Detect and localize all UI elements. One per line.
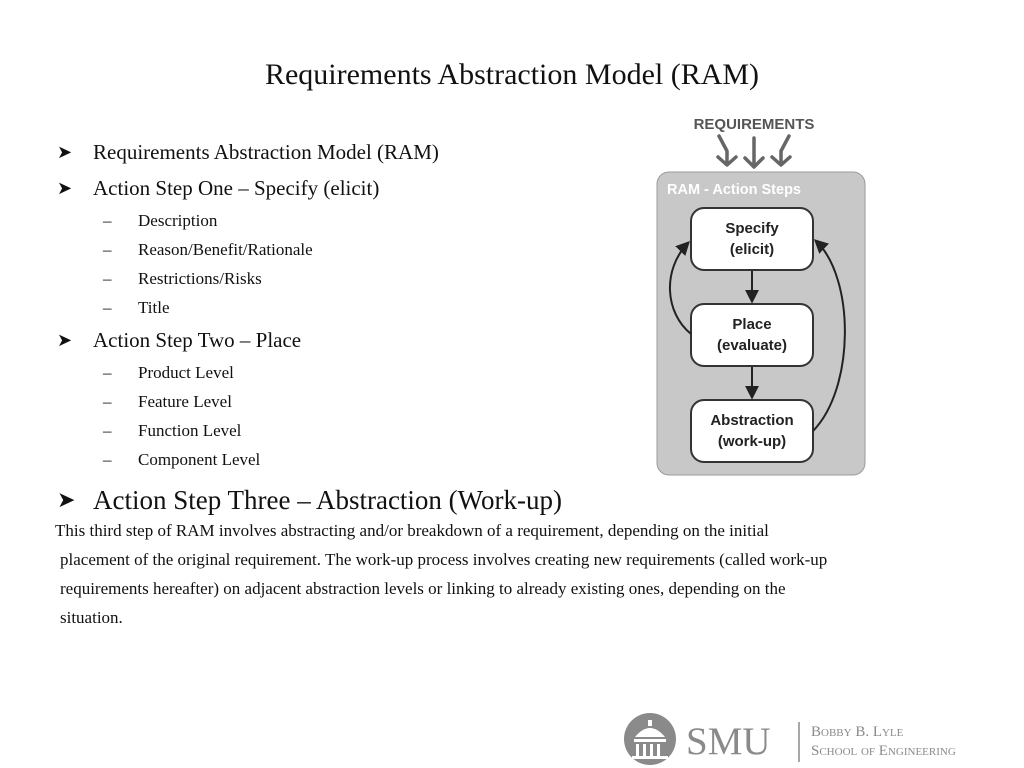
bullet-step-one: ➤ Action Step One – Specify (elicit) xyxy=(57,170,657,206)
smu-wordmark: SMU xyxy=(686,720,771,763)
dash-icon: – xyxy=(103,449,112,469)
bullet-step-two: ➤ Action Step Two – Place xyxy=(57,322,657,358)
arrow-bullet-icon: ➤ xyxy=(57,487,76,512)
step-sublabel: (evaluate) xyxy=(717,337,787,354)
bullet-list: ➤ Requirements Abstraction Model (RAM) ➤… xyxy=(57,134,657,522)
sub-bullet-text: Description xyxy=(138,210,218,230)
dash-icon: – xyxy=(103,362,112,382)
bullet-text: Action Step Two – Place xyxy=(93,327,302,352)
dash-icon: – xyxy=(103,210,112,230)
requirements-header: REQUIREMENTS xyxy=(694,116,815,133)
sub-bullet: – Function Level xyxy=(57,416,657,445)
sub-bullet-text: Component Level xyxy=(138,449,261,469)
sub-bullet: – Restrictions/Risks xyxy=(57,264,657,293)
dash-icon: – xyxy=(103,297,112,317)
arrow-bullet-icon: ➤ xyxy=(57,177,73,198)
sub-bullet: – Product Level xyxy=(57,358,657,387)
paragraph-line: This third step of RAM involves abstract… xyxy=(55,521,769,540)
bullet-text: Action Step Three – Abstraction (Work-up… xyxy=(93,484,562,515)
sub-bullet-text: Reason/Benefit/Rationale xyxy=(138,239,313,259)
input-arrows-icon xyxy=(716,134,792,169)
sub-bullet-text: Restrictions/Risks xyxy=(138,268,262,288)
slide-title: Requirements Abstraction Model (RAM) xyxy=(264,58,760,91)
sub-bullet-text: Function Level xyxy=(138,420,242,440)
arrow-bullet-icon: ➤ xyxy=(57,141,73,162)
step-box-abstraction xyxy=(690,399,814,463)
paragraph-line: requirements hereafter) on adjacent abst… xyxy=(60,579,786,598)
step-label: Place xyxy=(732,316,771,333)
smu-logo: SMU Bobby B. Lyle School of Engineering xyxy=(624,713,956,765)
bullet-text: Action Step One – Specify (elicit) xyxy=(93,175,380,200)
sub-bullet-text: Title xyxy=(138,297,170,317)
dash-icon: – xyxy=(103,420,112,440)
step-sublabel: (work-up) xyxy=(718,433,786,450)
dome-building-icon xyxy=(624,713,676,765)
dash-icon: – xyxy=(103,391,112,411)
step-label: Specify xyxy=(725,220,779,237)
panel-title: RAM - Action Steps xyxy=(667,182,801,198)
paragraph-line: situation. xyxy=(60,608,123,627)
arrow-bullet-icon: ➤ xyxy=(57,329,73,350)
bullet-text: Requirements Abstraction Model (RAM) xyxy=(93,139,439,164)
flow-arrows-icon xyxy=(668,239,846,432)
sub-bullet-text: Product Level xyxy=(138,362,234,382)
body-paragraph: This third step of RAM involves abstract… xyxy=(55,516,985,632)
step-label: Abstraction xyxy=(710,412,793,429)
sub-bullet: – Title xyxy=(57,293,657,322)
sub-bullet: – Description xyxy=(57,206,657,235)
sub-bullet: – Component Level xyxy=(57,445,657,474)
step-box-place xyxy=(690,303,814,367)
dash-icon: – xyxy=(103,239,112,259)
sub-bullet: – Feature Level xyxy=(57,387,657,416)
bullet-step-three: ➤ Action Step Three – Abstraction (Work-… xyxy=(57,478,657,522)
sub-bullet: – Reason/Benefit/Rationale xyxy=(57,235,657,264)
dash-icon: – xyxy=(103,268,112,288)
bullet-ram: ➤ Requirements Abstraction Model (RAM) xyxy=(57,134,657,170)
step-sublabel: (elicit) xyxy=(730,241,774,258)
school-line-2: School of Engineering xyxy=(811,743,956,759)
step-box-specify xyxy=(690,207,814,271)
sub-bullet-text: Feature Level xyxy=(138,391,232,411)
ram-diagram: REQUIREMENTS RAM - Action Steps Specify … xyxy=(656,116,866,476)
school-line-1: Bobby B. Lyle xyxy=(811,724,904,740)
paragraph-line: placement of the original requirement. T… xyxy=(60,550,828,569)
